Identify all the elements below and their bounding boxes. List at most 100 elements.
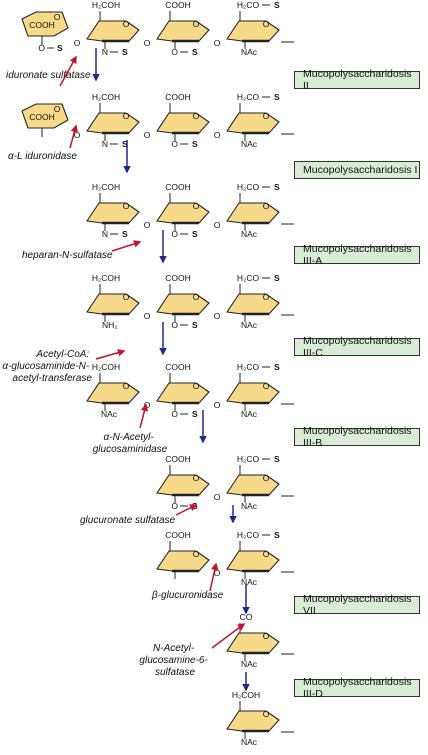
sugar-ring (156, 382, 210, 404)
ring-oxygen-label: O (193, 111, 200, 121)
glycosidic-oxygen-label: O (214, 400, 221, 410)
ring-oxygen-label: O (54, 104, 61, 114)
o-label: O (171, 229, 178, 239)
h2coh-label: H₂COH (92, 362, 120, 372)
sugar-ring (86, 382, 140, 404)
n-label: N (102, 229, 108, 239)
sugar-ring (156, 474, 210, 496)
enzyme-label-1: iduronate sulfatase (6, 70, 91, 81)
ring-oxygen-label: O (193, 201, 200, 211)
sulfate-label: S (122, 47, 128, 57)
disease-box-mps-iii-d: Mucopolysaccharidosis III-D (294, 676, 420, 700)
sugar-ring (226, 382, 280, 404)
ring-oxygen-label: O (193, 292, 200, 302)
sugar-ring (226, 710, 280, 732)
cooh-label: COOH (165, 454, 191, 464)
h2co-label: H₂CO (237, 273, 260, 283)
nac-label: NAc (241, 139, 258, 149)
sugar-ring (86, 293, 140, 315)
o-label: O (171, 320, 178, 330)
enzyme-arrow-8 (211, 623, 246, 649)
sulfate-label: S (274, 182, 280, 192)
ring-oxygen-label: O (123, 111, 130, 121)
glycosidic-oxygen-label: O (144, 311, 151, 321)
enzyme-arrow-2 (69, 124, 79, 149)
h2co-label: H₂CO (237, 454, 260, 464)
ring-oxygen-label: O (123, 381, 130, 391)
enzyme-label-7: β-glucuronidase (151, 590, 224, 601)
glycosidic-oxygen-label: O (214, 220, 221, 230)
ring-oxygen-label: O (193, 549, 200, 559)
ring-oxygen-label: O (263, 19, 270, 29)
sugar-ring (226, 20, 280, 42)
sugar-ring (226, 632, 280, 654)
cooh-label: COOH (165, 182, 191, 192)
ring-oxygen-label: O (263, 381, 270, 391)
sulfate-label: S (57, 43, 63, 53)
sugar-ring (156, 20, 210, 42)
sugar-ring (226, 293, 280, 315)
sulfate-label: S (122, 229, 128, 239)
sulfate-label: S (192, 409, 198, 419)
ring-oxygen-label: O (263, 201, 270, 211)
enzyme-arrow-6 (175, 504, 198, 516)
h2coh-label: H₂COH (92, 182, 120, 192)
sugar-ring (86, 202, 140, 224)
nac-label: NAc (241, 229, 258, 239)
o-label: O (171, 409, 178, 419)
sulfate-label: S (192, 139, 198, 149)
enzyme-label-4: Acetyl-CoA: α-glucosaminide-N- acetyl-tr… (2, 349, 92, 384)
sugar-ring (156, 202, 210, 224)
enzyme-label-3: heparan-N-sulfatase (22, 250, 113, 261)
ring-oxygen-label: O (193, 19, 200, 29)
enzyme-label-2: α-L iduronidase (8, 151, 77, 162)
glycosidic-oxygen-label: O (214, 311, 221, 321)
glycosidic-oxygen-label: O (74, 130, 81, 140)
n-label: N (102, 47, 108, 57)
glycosidic-oxygen-label: O (214, 568, 221, 578)
sulfate-label: S (274, 530, 280, 540)
sulfate-label: S (274, 454, 280, 464)
cooh-label: COOH (165, 92, 191, 102)
sulfate-label: S (274, 0, 280, 10)
ring-oxygen-label: O (123, 292, 130, 302)
ring-oxygen-label: O (263, 473, 270, 483)
nac-label: NAc (241, 320, 258, 330)
disease-box-mps-vii: Mucopolysaccharidosis VII (294, 593, 420, 617)
o-label: O (171, 139, 178, 149)
glycosidic-oxygen-label: O (144, 38, 151, 48)
glycosidic-oxygen-label: O (74, 38, 81, 48)
nac-label: NAc (241, 47, 258, 57)
sugar-ring (226, 474, 280, 496)
o-label: O (38, 43, 45, 53)
enzyme-arrow-3 (111, 240, 142, 252)
sulfate-label: S (274, 92, 280, 102)
enzyme-arrow-4 (95, 349, 126, 360)
sugar-ring (226, 202, 280, 224)
sugar-ring (156, 293, 210, 315)
sugar-ring (156, 550, 210, 572)
ring-oxygen-label: O (123, 201, 130, 211)
sulfate-label: S (274, 273, 280, 283)
enzyme-label-6: glucuronate sulfatase (80, 515, 176, 526)
disease-box-mps-iii-a: Mucopolysaccharidosis III-A (294, 243, 420, 267)
nac-label: NAc (241, 737, 258, 747)
cooh-label: COOH (165, 0, 191, 10)
sulfate-label: S (192, 47, 198, 57)
sulfate-label: S (122, 139, 128, 149)
o-label: O (171, 47, 178, 57)
iduronate-ring (21, 103, 69, 129)
nac-label: NAc (241, 659, 258, 669)
h2co-label: H₂CO (237, 92, 260, 102)
glycosidic-oxygen-label: O (144, 130, 151, 140)
cooh-label: COOH (165, 362, 191, 372)
sulfate-label: S (274, 362, 280, 372)
iduronate-ring (21, 11, 69, 37)
sulfate-label: S (192, 229, 198, 239)
cooh-label: COOH (165, 273, 191, 283)
sulfate-label: S (192, 320, 198, 330)
h2coh-label: H₂COH (92, 92, 120, 102)
glycosidic-oxygen-label: O (214, 38, 221, 48)
